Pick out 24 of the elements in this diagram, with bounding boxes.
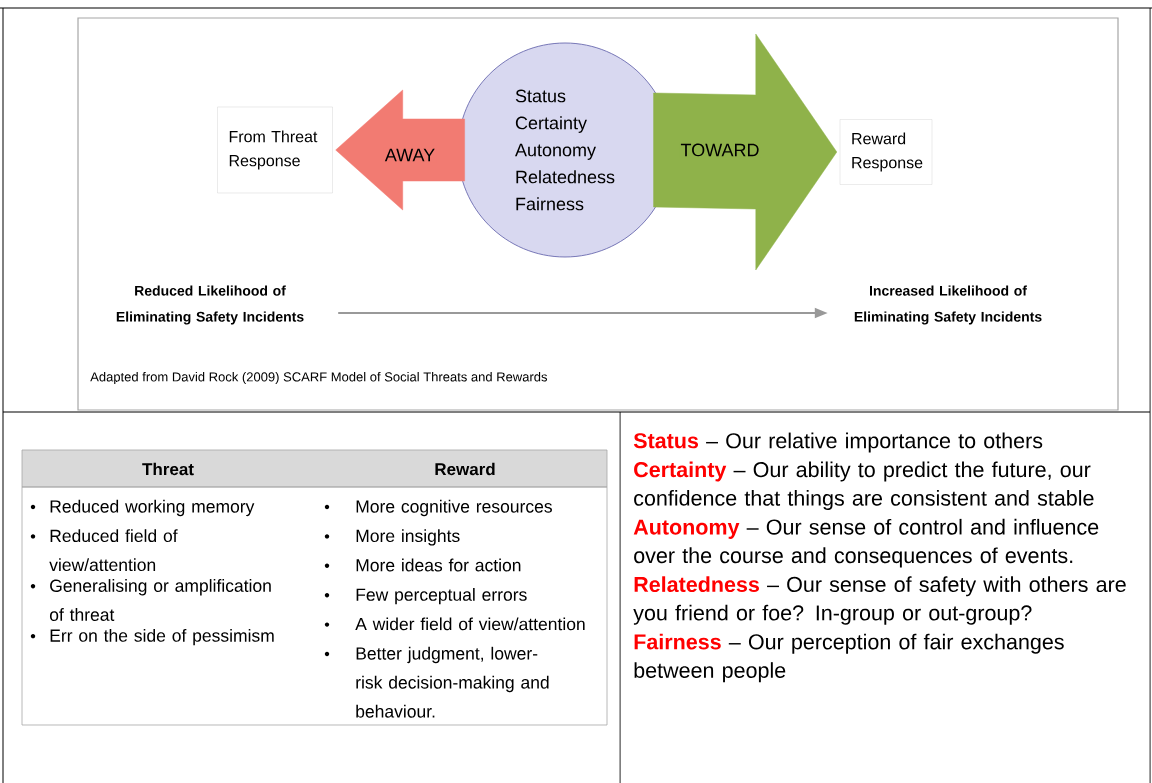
text-box: From Threat Response bbox=[217, 106, 333, 194]
definition-text: Autonomy – Our sense of control and influence over the course and consequences of events. bbox=[633, 518, 1099, 568]
outcome-text: Increased Likelihood of Eliminating Safety Incidents bbox=[854, 285, 1042, 325]
column-heading: Reward bbox=[435, 462, 495, 476]
list-item: Reduced field of view/attention bbox=[49, 529, 178, 572]
list-item: More ideas for action bbox=[356, 558, 521, 572]
definition-text: Fairness – Our perception of fair exchanges between people bbox=[634, 633, 1064, 683]
text-box: Reward Response bbox=[839, 119, 933, 185]
list-item: Better judgment, lower-risk decision-making and behaviour. bbox=[356, 646, 549, 718]
list-item: More cognitive resources bbox=[356, 499, 552, 517]
list-item: A wider field of view/attention bbox=[355, 617, 585, 631]
column-heading: Threat bbox=[142, 462, 194, 476]
definition-text: Status – Our relative importance to others bbox=[633, 432, 1043, 453]
list-item: Err on the side of pessimism bbox=[50, 628, 274, 646]
outcome-text: Reduced Likelihood of Eliminating Safety Incidents bbox=[116, 285, 304, 325]
definition-text: Certainty – Our ability to predict the future, our confidence that things are consistent and stable bbox=[634, 461, 1094, 510]
definition-text: Relatedness – Our sense of safety with others are you friend or foe? In-group or out-group? bbox=[633, 576, 1126, 625]
block-arrow bbox=[653, 33, 838, 271]
list-item: Few perceptual errors bbox=[356, 588, 527, 605]
source-note: Adapted from David Rock (2009) SCARF Model of Social Threats and Rewards bbox=[90, 371, 548, 385]
list-item: Reduced working memory bbox=[50, 499, 255, 517]
list-item: More insights bbox=[356, 529, 460, 546]
list-item: Generalising or amplification of threat bbox=[49, 579, 271, 621]
block-arrow bbox=[335, 89, 465, 211]
